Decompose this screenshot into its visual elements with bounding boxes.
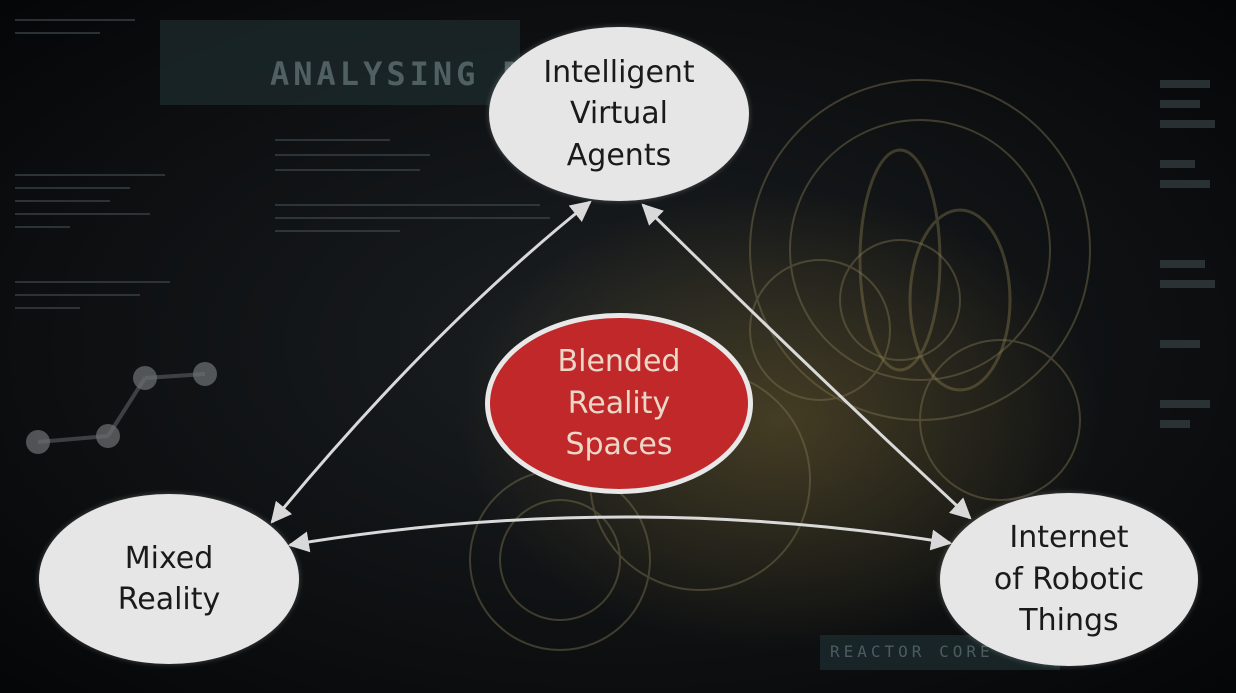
node-label: Intelligent Virtual Agents: [543, 54, 695, 173]
node-internet-of-robotic-things: Internet of Robotic Things: [940, 493, 1198, 666]
arrow-mixed-reality-robotic-things: [287, 515, 953, 553]
arrow-agents-mixed-reality: [270, 200, 592, 524]
node-label: Blended Reality Spaces: [557, 344, 681, 463]
banner-strip: [160, 20, 520, 105]
node-mixed-reality: Mixed Reality: [39, 494, 299, 664]
node-blended-reality-spaces: Blended Reality Spaces: [485, 313, 753, 494]
node-label: Mixed Reality: [117, 540, 221, 617]
node-label: Internet of Robotic Things: [993, 520, 1145, 639]
arrow-agents-robotic-things: [641, 203, 972, 520]
panel-text: REACTOR CORE: [830, 642, 994, 661]
side-panel: [1160, 80, 1215, 428]
node-intelligent-virtual-agents: Intelligent Virtual Agents: [489, 27, 749, 201]
banner-text: ANALYSING D: [270, 55, 526, 93]
